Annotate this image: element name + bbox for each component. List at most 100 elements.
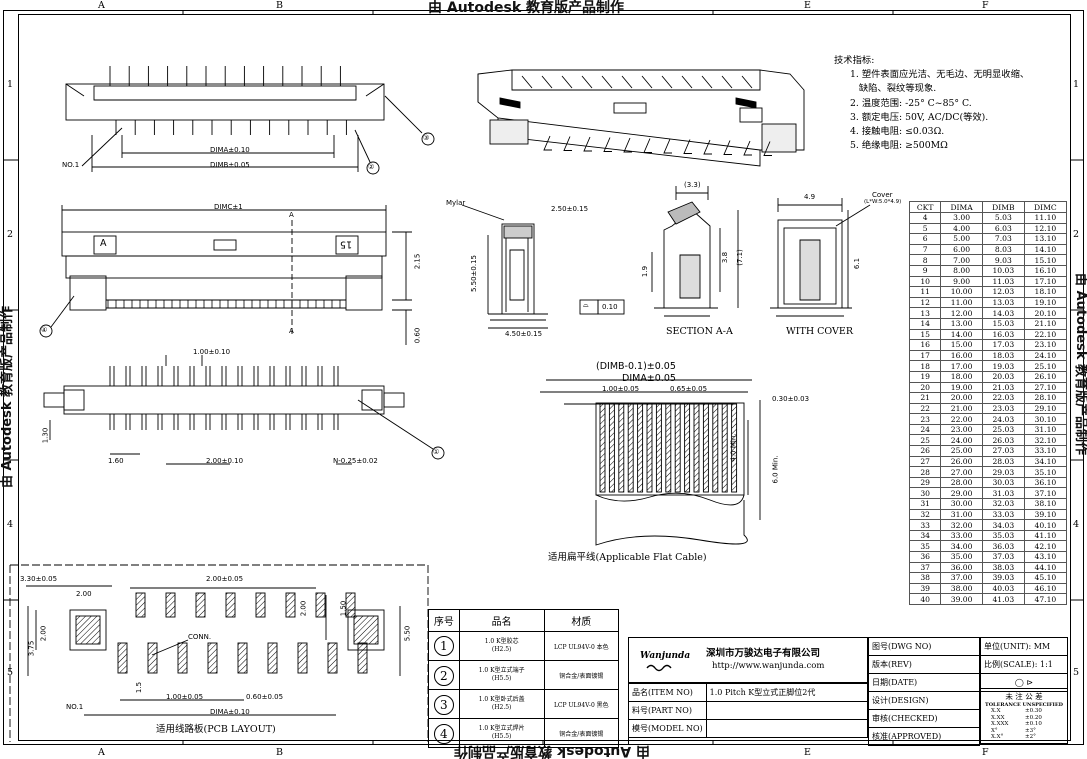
dima-cell: 31.00 [940, 508, 983, 521]
bottom-dim-130: 1.30 [41, 427, 50, 444]
dima-cell: 5.00 [940, 233, 983, 245]
company-box: Wanjunda 深圳市万骏达电子有限公司 http://www.wanjund… [628, 637, 868, 683]
bom-name-sub: (H2.5) [491, 646, 512, 653]
dima-cell: 39.00 [940, 593, 983, 605]
mylar-label: Mylar [446, 199, 466, 207]
ckt-cell: 12 [908, 296, 942, 309]
cover-title: WITH COVER [786, 326, 853, 337]
item-table: 品名(ITEM NO)1.0 Pitch K型立式正脚位2代 料号(PART N… [628, 683, 869, 738]
tech-specs: 技术指标: 1. 塑件表面应光洁、无毛边、无明显收缩、 缺陷、裂纹等现象. 2.… [834, 54, 1029, 153]
dimc-cell: 12.10 [1023, 222, 1068, 235]
watermark-left: 由 Autodesk 教育版产品制作 [0, 305, 15, 488]
dimc-cell: 19.10 [1023, 296, 1068, 309]
dima-cell: 17.00 [940, 360, 983, 372]
ckt-cell: 28 [908, 466, 942, 478]
tol-row: X.X±0.30 [991, 708, 1042, 714]
spec-line: 3. 额定电压: 50V, AC/DC(等效). [850, 111, 989, 123]
bom-material: 铜合金/表面镀锡 [543, 660, 620, 690]
ckt-cell: 16 [908, 339, 942, 351]
zone-col-b-bottom: B [276, 747, 283, 758]
ckt-cell: 17 [908, 349, 942, 362]
ckt-header: CKT [908, 201, 942, 213]
dimb-cell: 23.03 [981, 402, 1025, 415]
dima-cell: 33.00 [940, 529, 983, 542]
bom-row: 3 1.0 K型卧式后盖(H2.5) LCP UL94V-0 黑色 [428, 689, 620, 719]
dimc-cell: 43.10 [1023, 551, 1068, 563]
dima-cell: 12.00 [940, 307, 983, 319]
dima-cell: 20.00 [940, 392, 983, 404]
bom-name: 1.0 K型胶芯 [484, 638, 519, 645]
dimc-cell: 41.10 [1023, 529, 1068, 542]
bom-no-circle: 1 [433, 636, 454, 656]
pcb-dim-375: 3.75 [27, 640, 36, 657]
zone-col-f: F [982, 0, 989, 11]
dima-cell: 11.00 [940, 296, 983, 309]
dimc-cell: 21.10 [1023, 317, 1068, 330]
dimb-cell: 13.03 [981, 296, 1025, 309]
ckt-cell: 14 [908, 317, 942, 330]
ckt-cell: 37 [908, 561, 942, 574]
dimb-cell: 24.03 [981, 413, 1025, 425]
dimb-cell: 7.03 [981, 233, 1025, 245]
bom-header-material: 材质 [543, 609, 620, 632]
dimc-cell: 16.10 [1023, 264, 1068, 277]
section-dim-71: (7.1) [735, 249, 744, 266]
bom-name-sub: (H5.5) [491, 675, 512, 682]
ckt-cell: 23 [908, 413, 942, 425]
pcb-dim-200b: 2.00 [76, 590, 92, 598]
dimc-cell: 18.10 [1023, 286, 1068, 298]
ckt-cell: 36 [908, 551, 942, 563]
dima-cell: 34.00 [940, 540, 983, 552]
logo-wave-icon [646, 664, 672, 672]
ckt-cell: 10 [908, 275, 942, 288]
dimb-cell: 31.03 [981, 487, 1025, 500]
section-title: SECTION A-A [666, 326, 733, 337]
dima-cell: 36.00 [940, 561, 983, 574]
dima-cell: 27.00 [940, 466, 983, 478]
zone-row-1: 1 [7, 79, 14, 90]
dimb-cell: 15.03 [981, 317, 1025, 330]
dimb-cell: 34.03 [981, 519, 1025, 531]
item-label: 品名(ITEM NO) [628, 683, 707, 702]
bom-name: 1.0 K型立式端子 [478, 667, 525, 674]
side-dim-450: 4.50±0.15 [505, 330, 543, 338]
callout-1: ① [433, 448, 440, 456]
callout-2: ② [368, 163, 375, 171]
cable-caption: 适用扁平线(Applicable Flat Cable) [548, 552, 707, 563]
ckt-cell: 27 [908, 455, 942, 468]
dimc-cell: 30.10 [1023, 413, 1068, 425]
company-name: 深圳市万骏达电子有限公司 [706, 648, 821, 659]
model-value [705, 719, 869, 738]
bom-header-no: 序号 [428, 609, 460, 632]
dima-cell: 16.00 [940, 349, 983, 362]
dima-header: DIMA [940, 201, 983, 213]
unit-label: 单位(UNIT): MM [980, 637, 1068, 656]
dimb-cell: 30.03 [981, 476, 1025, 489]
dima-cell: 28.00 [940, 476, 983, 489]
tol-row: X.X°±2° [991, 734, 1036, 740]
ckt-cell: 35 [908, 540, 942, 552]
dimc-cell: 44.10 [1023, 561, 1068, 574]
ckt-cell: 38 [908, 572, 942, 584]
company-logo: Wanjunda [640, 651, 691, 661]
pcb-dim-550: 5.50 [403, 625, 412, 642]
ckt-cell: 4 [908, 212, 942, 224]
item-value: 1.0 Pitch K型立式正脚位2代 [705, 683, 869, 702]
dima-cell: 6.00 [940, 243, 983, 256]
